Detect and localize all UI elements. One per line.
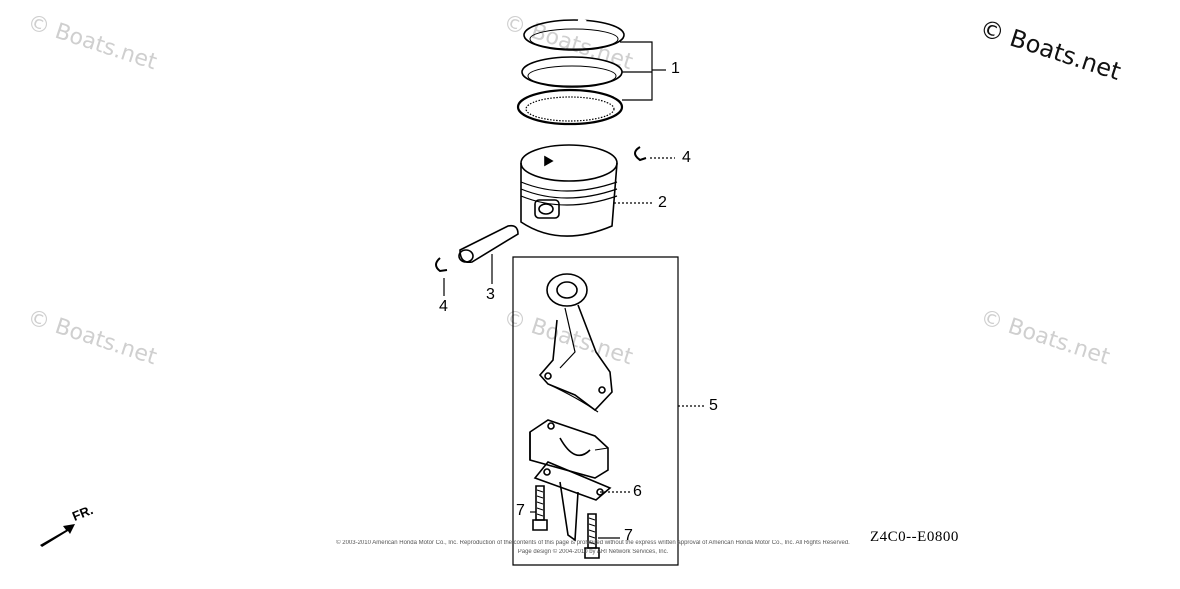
direction-arrow-icon	[40, 524, 75, 547]
callout-6[interactable]: 6	[633, 483, 642, 500]
rod-cap[interactable]	[529, 419, 609, 479]
callout-1[interactable]: 1	[671, 60, 680, 77]
rod-assembly-box	[512, 256, 679, 566]
connecting-rod[interactable]	[538, 273, 613, 413]
piston[interactable]	[520, 144, 618, 237]
piston-rings[interactable]	[516, 18, 626, 126]
wrist-pin[interactable]	[458, 224, 519, 264]
callout-5[interactable]: 5	[709, 397, 718, 414]
pin-clip-left[interactable]	[435, 257, 448, 273]
callout-4[interactable]: 4	[439, 298, 448, 315]
lock-plate[interactable]	[533, 461, 612, 542]
callout-7[interactable]: 7	[624, 527, 633, 544]
callout-3[interactable]: 3	[486, 286, 495, 303]
callout-7[interactable]: 7	[516, 502, 525, 519]
callout-2[interactable]: 2	[658, 194, 667, 211]
rod-bolt-left[interactable]	[532, 485, 548, 531]
callout-4[interactable]: 4	[682, 149, 691, 166]
copyright-notice: Page design © 2004-2010 by ARI Network S…	[517, 549, 669, 555]
diagram-code: Z4C0--E0800	[870, 529, 959, 545]
rod-bolt-right[interactable]	[584, 513, 600, 559]
copyright-notice: © 2003-2010 American Honda Motor Co., In…	[336, 540, 850, 546]
pin-clip-right[interactable]	[634, 146, 647, 162]
leader-1-bracket	[620, 41, 653, 101]
